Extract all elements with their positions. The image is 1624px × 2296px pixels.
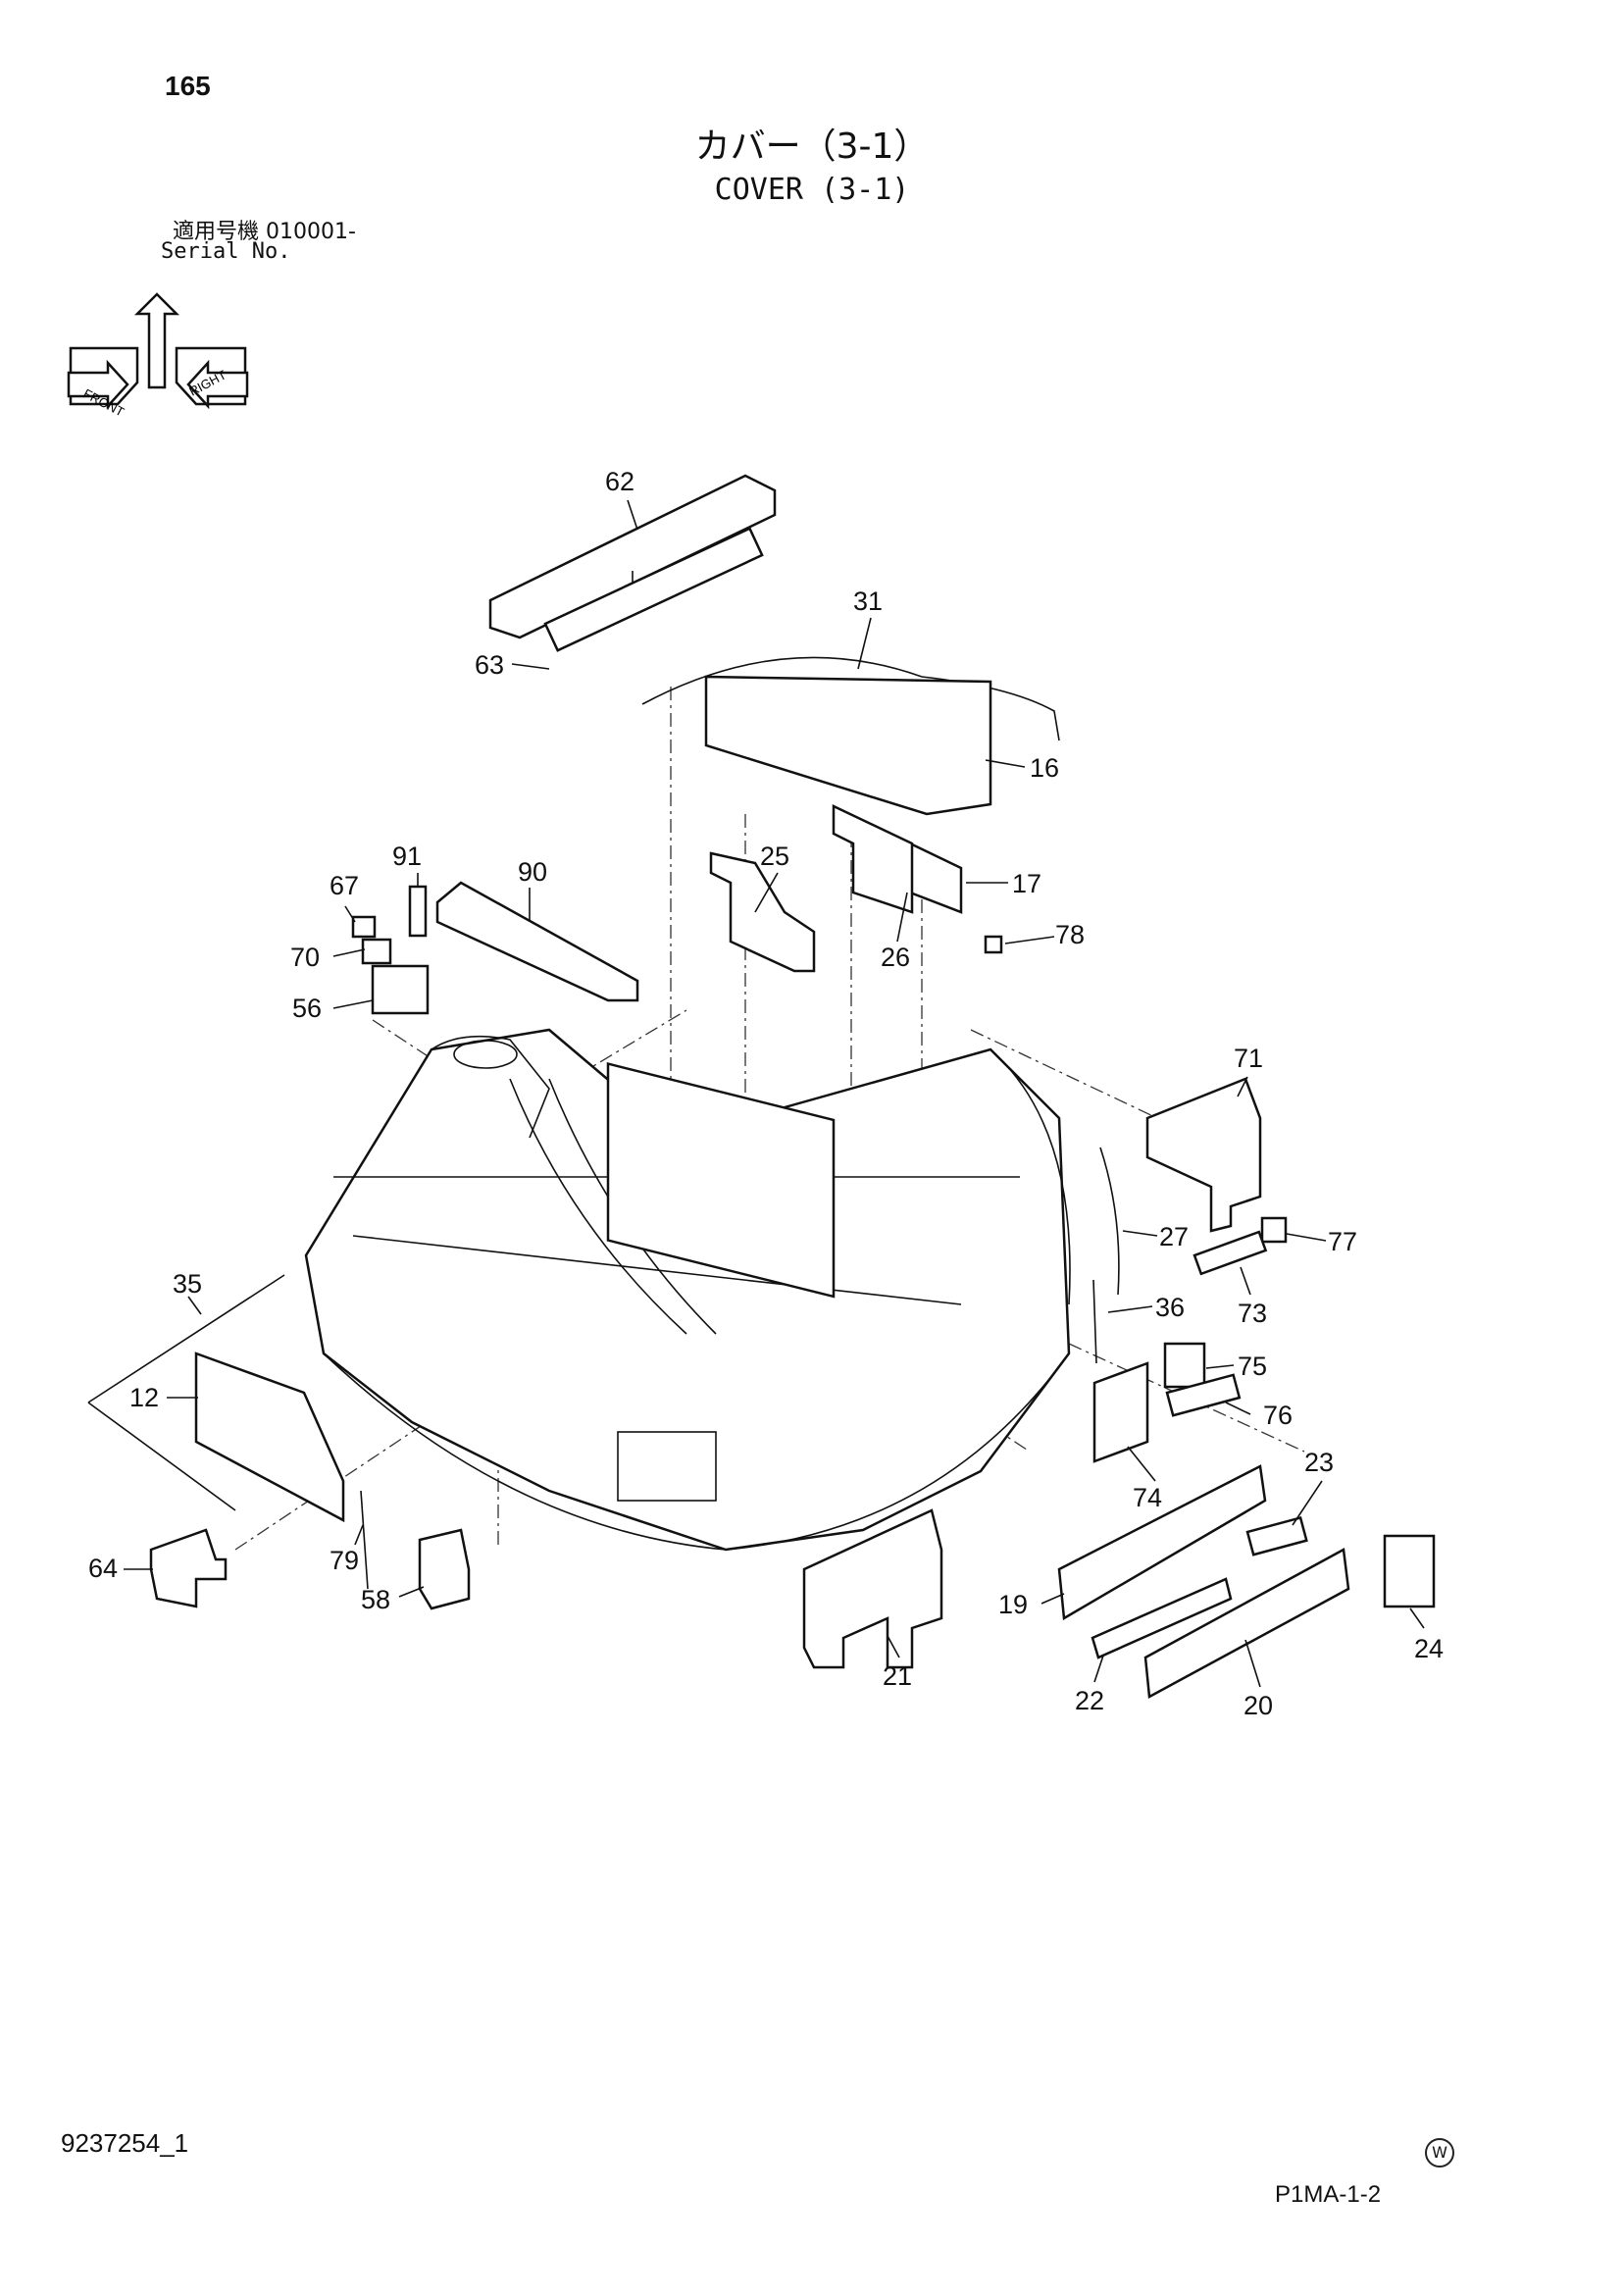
callout-21: 21 <box>883 1661 912 1691</box>
page-title-english: COVER (3-1) <box>714 173 910 207</box>
part-17 <box>908 842 963 914</box>
part-22 <box>1091 1577 1233 1659</box>
callout-77: 77 <box>1328 1227 1357 1256</box>
page-title-japanese: カバー（3-1） <box>694 127 930 167</box>
part-64 <box>149 1528 228 1608</box>
callout-73: 73 <box>1238 1299 1267 1328</box>
callout-62: 62 <box>605 467 634 496</box>
callout-19: 19 <box>998 1590 1028 1619</box>
part-19 <box>1057 1464 1267 1621</box>
part-91 <box>408 885 428 938</box>
callout-35: 35 <box>173 1269 202 1299</box>
callout-63: 63 <box>475 650 504 680</box>
part-21 <box>802 1508 943 1669</box>
callout-24: 24 <box>1414 1634 1444 1663</box>
part-78 <box>984 935 1003 954</box>
part-73 <box>1193 1230 1268 1276</box>
callout-90: 90 <box>518 857 547 887</box>
callout-22: 22 <box>1075 1686 1104 1715</box>
circled-w-mark: W <box>1425 2138 1454 2168</box>
callout-27: 27 <box>1159 1222 1189 1251</box>
part-70 <box>361 938 392 965</box>
callout-91: 91 <box>392 842 422 871</box>
callout-78: 78 <box>1055 920 1085 949</box>
part-75 <box>1163 1342 1206 1389</box>
part-90 <box>435 881 639 1002</box>
part-76 <box>1165 1373 1242 1417</box>
part-58 <box>418 1528 471 1610</box>
callout-36: 36 <box>1155 1293 1185 1322</box>
part-31 <box>641 656 1060 741</box>
part-23 <box>1245 1515 1308 1556</box>
part-77 <box>1260 1216 1288 1244</box>
orientation-arrows-icon: FRONT RIGHT <box>67 292 249 420</box>
part-36 <box>1092 1279 1097 1364</box>
page-code: P1MA-1-2 <box>1275 2181 1382 2208</box>
part-79 <box>360 1490 369 1590</box>
part-12 <box>194 1352 345 1523</box>
callout-26: 26 <box>881 943 910 972</box>
part-20 <box>1143 1548 1350 1699</box>
part-27 <box>1099 1147 1120 1296</box>
page-number: 165 <box>165 71 211 101</box>
callout-12: 12 <box>129 1383 159 1412</box>
part-74 <box>1092 1361 1149 1463</box>
part-25 <box>709 851 816 973</box>
part-26 <box>832 804 914 914</box>
callout-17: 17 <box>1012 869 1041 898</box>
callout-56: 56 <box>292 994 322 1023</box>
callout-31: 31 <box>853 587 883 616</box>
part-24 <box>1383 1534 1436 1608</box>
leader-lines <box>124 499 1425 1688</box>
callout-labels: 62 63 31 16 17 78 25 26 91 90 67 70 56 7… <box>88 467 1444 1720</box>
upper-frame <box>304 1028 1071 1552</box>
callout-58: 58 <box>361 1585 390 1614</box>
callout-75: 75 <box>1238 1352 1267 1381</box>
serial-label-english: Serial No. <box>161 239 291 264</box>
callout-74: 74 <box>1133 1483 1162 1512</box>
part-67 <box>351 915 377 939</box>
part-71 <box>1145 1077 1262 1233</box>
callout-20: 20 <box>1243 1691 1273 1720</box>
callout-16: 16 <box>1030 753 1059 783</box>
callout-76: 76 <box>1263 1401 1293 1430</box>
callout-23: 23 <box>1304 1448 1334 1477</box>
callout-71: 71 <box>1234 1044 1263 1073</box>
callout-64: 64 <box>88 1554 118 1583</box>
serial-label-japanese: 適用号機 010001- <box>173 220 356 244</box>
callout-25: 25 <box>760 842 789 871</box>
part-35 <box>87 1274 285 1511</box>
callout-70: 70 <box>290 943 320 972</box>
part-16 <box>704 675 992 816</box>
part-56 <box>371 964 430 1015</box>
part-63 <box>543 527 764 652</box>
callout-67: 67 <box>330 871 359 900</box>
callout-79: 79 <box>330 1546 359 1575</box>
document-id: 9237254_1 <box>61 2128 189 2158</box>
